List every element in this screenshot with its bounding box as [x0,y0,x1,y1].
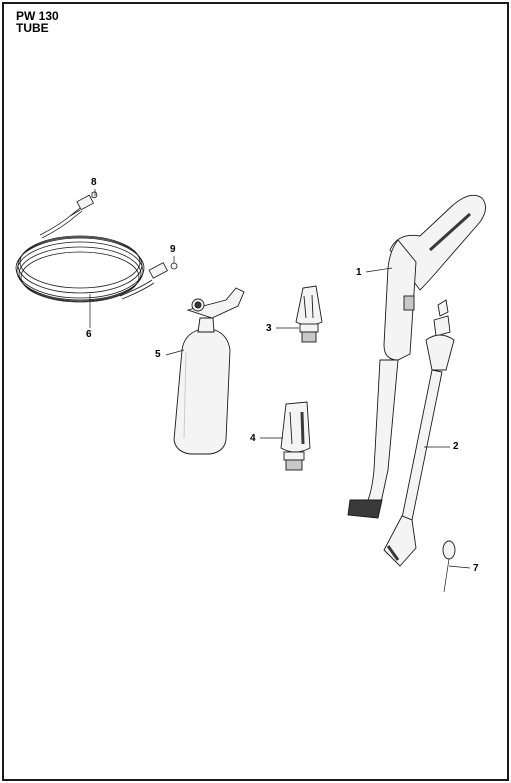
callout-4: 4 [250,433,256,444]
callout-8: 8 [91,177,97,188]
hose-part-6 [15,207,145,303]
callout-6: 6 [86,329,92,340]
callout-5: 5 [155,349,161,360]
seal-part-8 [91,191,98,199]
seal-part-9 [170,262,178,270]
foam-bottle-part-5 [173,287,245,455]
nozzle-part-3 [295,285,323,343]
lance-part-2 [383,299,455,567]
hose-coupling-top [69,194,95,217]
oring-part-7 [442,540,456,560]
page-title: PW 130 TUBE [16,10,59,34]
callout-1: 1 [356,267,362,278]
callout-7: 7 [473,563,479,574]
trigger-gun-part-1 [347,194,486,519]
leader-lines [89,189,471,593]
section-label: TUBE [16,21,49,35]
callout-2: 2 [453,441,459,452]
model-label: PW 130 [16,9,59,23]
nozzle-part-4 [280,401,311,471]
hose-coupling-bottom [119,262,168,300]
callout-9: 9 [170,244,176,255]
callout-3: 3 [266,323,272,334]
